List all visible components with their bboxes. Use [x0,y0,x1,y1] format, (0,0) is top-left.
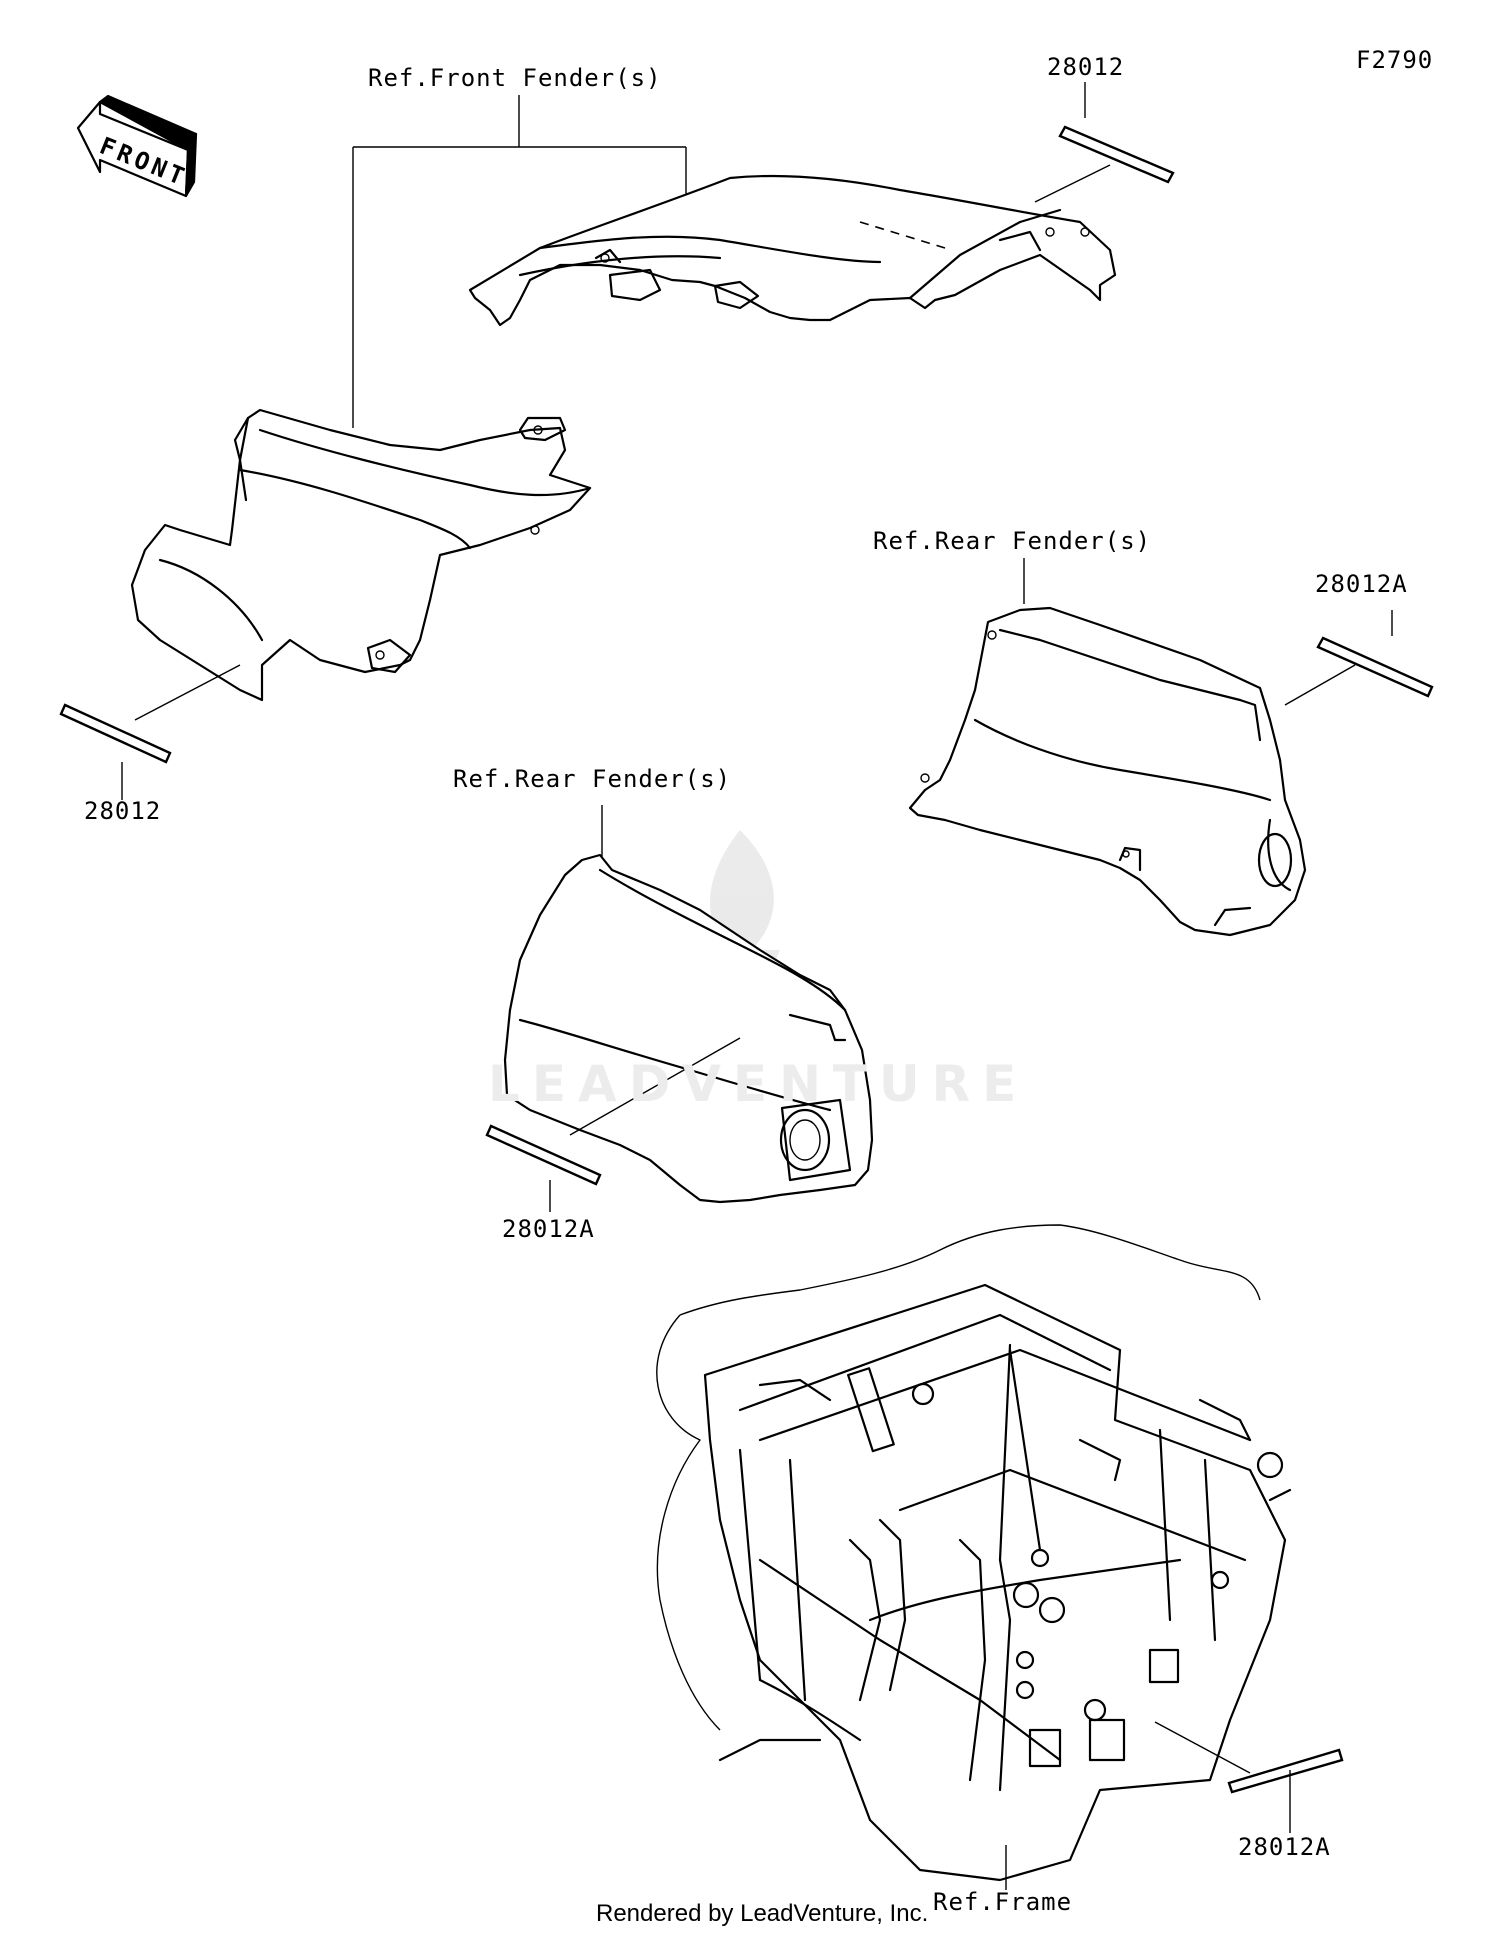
ref-rear-fender-right-label: Ref.Rear Fender(s) [873,527,1152,555]
decal-28012-left [59,703,172,764]
decal-28012-top [1058,125,1175,184]
decal-28012a-right [1316,636,1434,698]
part-number-28012a-center: 28012A [502,1215,595,1243]
decal-28012a-center [485,1124,602,1186]
part-number-28012a-bottom: 28012A [1238,1833,1331,1861]
footer-credit: Rendered by LeadVenture, Inc. [596,1900,929,1927]
ref-rear-fender-center-label: Ref.Rear Fender(s) [453,765,732,793]
ref-front-fender-label: Ref.Front Fender(s) [368,64,662,92]
part-number-28012-top: 28012 [1047,53,1125,81]
watermark-text: LEADVENTURE [488,1055,1029,1113]
front-fender-upper [468,174,1117,327]
front-arrow-icon: FRONT [76,94,198,198]
frame [656,1224,1292,1882]
decal-28012a-bottom [1227,1748,1344,1794]
part-number-28012-left: 28012 [84,797,162,825]
front-fender-leader [352,95,687,428]
rear-fender-right [908,558,1307,937]
ref-frame-label: Ref.Frame [933,1888,1073,1916]
part-number-28012a-right: 28012A [1315,570,1408,598]
part-leader-lines [121,82,1393,1890]
rear-fender-center [503,805,874,1204]
front-fender-left [130,408,592,702]
diagram-id: F2790 [1356,46,1434,74]
